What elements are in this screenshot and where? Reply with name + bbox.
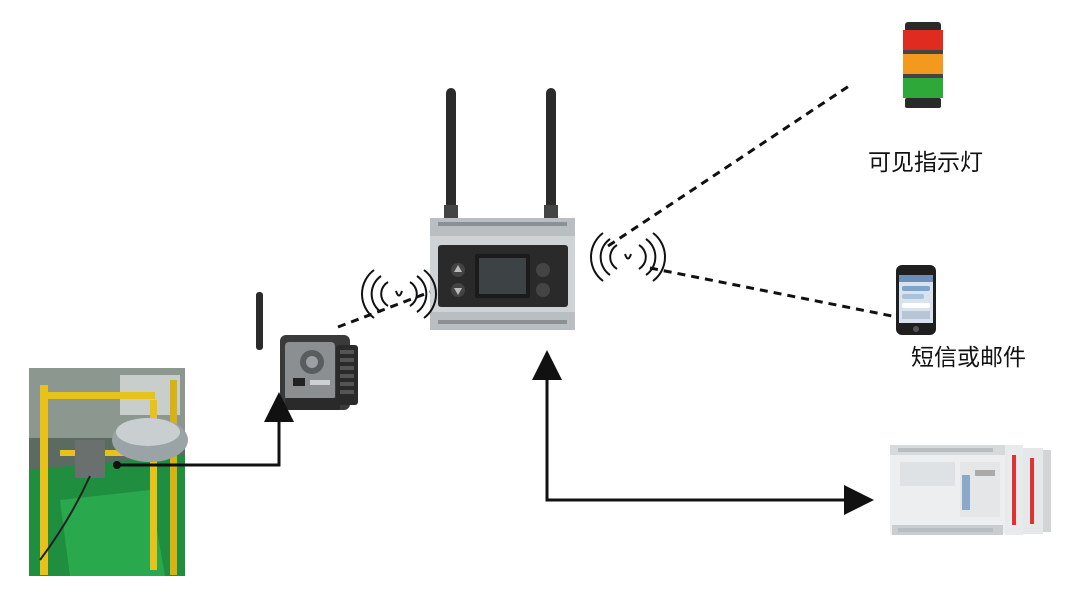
machine-photo [29,368,188,576]
arrow-gateway-plc [545,360,874,515]
link-gateway-light [607,82,853,248]
smartphone-icon [896,265,936,335]
arrow-origin-dot [113,461,121,469]
indicator-light-label: 可见指示灯 [868,150,983,176]
link-sensor-gateway [337,290,431,329]
wireless-gateway-icon [430,88,575,330]
arrow-machine-sensor [117,392,294,467]
wired-links [117,350,874,515]
wireless-signal-icon [361,232,666,319]
signal-left [361,269,437,319]
wireless-sensor-node-icon [256,292,358,410]
signal-right [590,232,666,282]
stack-light-icon [903,22,943,108]
plc-controller-icon [890,445,1051,535]
link-gateway-phone [649,266,893,318]
sms-or-email-label: 短信或邮件 [911,345,1026,371]
wireless-links [337,82,893,329]
